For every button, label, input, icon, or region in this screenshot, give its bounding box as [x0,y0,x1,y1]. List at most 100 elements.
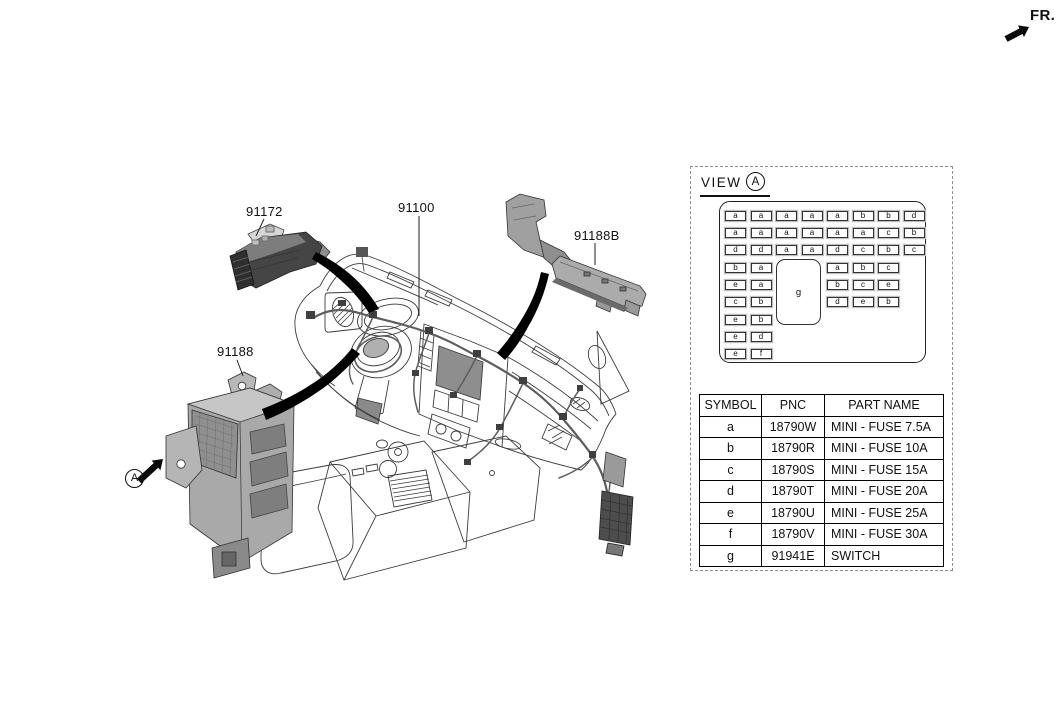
fuse-cell-b: b [852,262,874,273]
fuse-cell-a: a [827,211,848,221]
table-cell-pnc: 91941E [761,544,825,567]
table-cell-part-name: MINI - FUSE 10A [824,437,944,460]
fr-direction-label: FR. [1030,7,1056,24]
fuse-cell-b: b [750,314,772,325]
view-panel-title: VIEW [701,175,742,190]
table-cell-part-name: SWITCH [824,544,944,567]
fuse-cell-d: d [827,245,848,256]
table-header: SYMBOL [699,394,762,417]
table-cell-pnc: 18790T [761,480,825,503]
swoosh-91188 [262,348,360,420]
fuse-cell-d: d [903,211,925,221]
table-cell-pnc: 18790V [761,523,825,546]
view-ref-circle-a: A [746,172,765,191]
fuse-cell-e: e [725,349,746,360]
fr-direction-arrow [1004,25,1029,42]
fuse-cell-e: e [725,314,746,325]
fuse-cell-b: b [827,279,848,290]
fuse-cell-a: a [750,279,772,290]
table-cell-symbol: f [699,523,762,546]
table-cell-pnc: 18790S [761,458,825,481]
fuse-cell-c: c [878,228,899,239]
leader-91188 [236,359,244,377]
fuse-cell-b: b [725,262,746,273]
table-cell-pnc: 18790W [761,415,825,438]
table-cell-symbol: d [699,480,762,503]
fuse-cell-c: c [903,245,925,256]
fuse-center-switch-block: g [776,259,821,325]
fuse-cell-b: b [878,245,899,256]
fuse-cell-b: b [878,211,899,221]
part-91188B-shape [505,193,647,317]
table-cell-symbol: b [699,437,762,460]
fuse-cell-b: b [878,297,899,308]
part-label-91188: 91188 [217,344,254,359]
fuse-cell-b: b [903,228,925,239]
fuse-cell-e: e [852,297,874,308]
part-label-91188B: 91188B [574,228,620,243]
fuse-cell-e: e [725,331,746,342]
fuse-cell-a: a [776,245,797,256]
fuse-cell-a: a [801,245,823,256]
dashboard-outline [260,253,630,581]
part-label-91172: 91172 [246,204,283,219]
fuse-cell-a: a [750,262,772,273]
table-cell-part-name: MINI - FUSE 25A [824,501,944,524]
table-cell-symbol: c [699,458,762,481]
table-cell-part-name: MINI - FUSE 20A [824,480,944,503]
table-cell-pnc: 18790R [761,437,825,460]
fuse-cell-d: d [827,297,848,308]
table-header: PART NAME [824,394,944,417]
lower-right-connector-shape [598,451,634,557]
swoosh-91172 [312,252,379,313]
fuse-cell-c: c [852,279,874,290]
table-header: PNC [761,394,825,417]
swoosh-91188B [497,272,549,360]
detail-view-marker-a: A [125,469,144,488]
leader-91172 [255,218,265,237]
part-91172-shape [229,223,331,291]
fuse-cell-c: c [852,245,874,256]
fuse-cell-b: b [852,211,874,221]
fuse-cell-e: e [725,279,746,290]
fuse-cell-a: a [776,228,797,239]
fuse-cell-d: d [750,331,772,342]
table-cell-symbol: g [699,544,762,567]
fuse-cell-a: a [801,228,823,239]
fuse-cell-a: a [801,211,823,221]
part-91188-shape [165,371,296,579]
fuse-cell-a: a [852,228,874,239]
fuse-cell-d: d [750,245,772,256]
leader-lines [236,216,596,377]
table-cell-part-name: MINI - FUSE 30A [824,523,944,546]
fuse-cell-c: c [878,262,899,273]
fuse-cell-a: a [827,228,848,239]
fuse-cell-a: a [776,211,797,221]
fuse-cell-b: b [750,297,772,308]
fuse-cell-a: a [750,211,772,221]
fuse-cell-f: f [750,349,772,360]
fuse-cell-c: c [725,297,746,308]
fuse-cell-d: d [725,245,746,256]
table-cell-symbol: a [699,415,762,438]
table-cell-pnc: 18790U [761,501,825,524]
part-label-91100: 91100 [398,200,435,215]
table-cell-symbol: e [699,501,762,524]
fuse-cell-a: a [827,262,848,273]
fuse-cell-a: a [725,211,746,221]
view-title-underline [700,195,770,197]
table-cell-part-name: MINI - FUSE 7.5A [824,415,944,438]
fuse-cell-a: a [750,228,772,239]
